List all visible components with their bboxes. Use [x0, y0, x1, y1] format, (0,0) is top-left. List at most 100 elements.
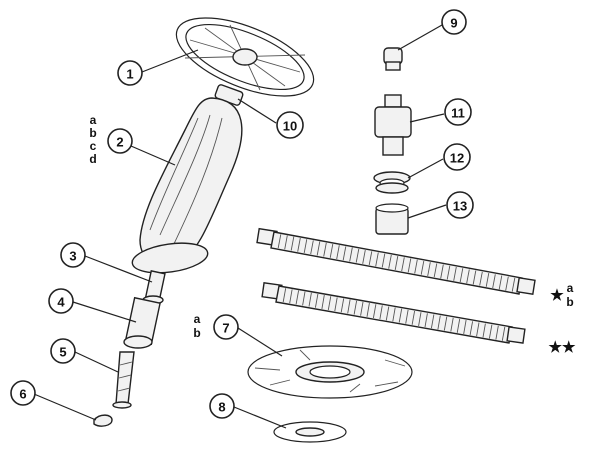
callout-6: 6 — [10, 380, 36, 406]
callout-10-label: 10 — [283, 119, 297, 134]
hose-lower-rib — [347, 299, 351, 314]
part-1-disc — [175, 17, 315, 97]
callout-11: 11 — [444, 98, 472, 126]
hose-upper-rib — [375, 252, 379, 267]
callout-13: 13 — [446, 191, 474, 219]
part-2-variant-letters: a b c d — [89, 113, 96, 166]
part-2-letter-a: a — [90, 113, 97, 127]
part-7-letter-b: b — [193, 326, 200, 340]
hose-upper-rib — [401, 257, 405, 272]
hose-lower — [261, 282, 526, 344]
hose-lower-rib — [392, 307, 396, 322]
hose-lower-rib — [385, 306, 390, 321]
hose-lower-rib — [430, 314, 435, 329]
hose-upper-rib — [453, 266, 457, 281]
hose-upper-rib — [297, 237, 301, 252]
part-2-letter-c: c — [90, 139, 97, 153]
hose-upper-rib — [414, 259, 418, 274]
hose-lower-rib — [476, 322, 480, 337]
part-8-washer — [273, 421, 347, 443]
hose-lower-rib — [295, 290, 300, 305]
hose-lower-rib — [501, 326, 506, 341]
hose-upper-rib — [368, 251, 373, 266]
hose-upper-rib — [498, 275, 503, 290]
hose-upper-rib — [485, 273, 490, 287]
hose-lower-rib — [443, 316, 448, 331]
hose-upper-rib — [349, 247, 353, 262]
hose-upper-rib — [329, 243, 334, 258]
callout-3: 3 — [60, 242, 86, 268]
hose-upper-rib — [420, 260, 425, 275]
callout-2: 2 — [107, 128, 133, 154]
hose-upper-rib — [394, 256, 399, 270]
hose-lower-rib — [405, 309, 409, 324]
part-2-body — [131, 97, 243, 274]
hose-upper-rib — [472, 270, 477, 285]
hose-lower-rib — [469, 321, 474, 336]
callout-12-label: 12 — [450, 151, 464, 166]
hose-upper-rib — [511, 277, 516, 292]
callout-3-label: 3 — [69, 249, 76, 264]
hose-lower-rib — [398, 308, 403, 323]
hose-lower-rib — [366, 303, 370, 317]
hose-lower-rib — [372, 304, 377, 319]
hose-upper-rib — [492, 274, 496, 289]
hose-upper-rib — [433, 263, 438, 278]
hose-lower-rib — [360, 301, 364, 316]
hose-upper-rib — [303, 239, 308, 253]
hose-lower-rib — [437, 315, 441, 330]
hose-lower-rib — [379, 305, 383, 320]
hose-upper-rib — [388, 254, 392, 269]
part-12-ring — [373, 171, 411, 194]
hose-lower-rib — [411, 310, 416, 325]
hose-lower-rib — [463, 320, 467, 334]
hose-lower-rib — [302, 291, 306, 306]
part-4-tube — [123, 296, 161, 349]
hose-lower-rib — [450, 317, 454, 332]
hose-lower-rib — [482, 323, 486, 338]
hose-lower-rib — [488, 324, 493, 339]
part-7-skirt — [247, 345, 413, 399]
part-6-clip — [93, 414, 113, 427]
part-13-coupling — [375, 203, 409, 235]
callout-10: 10 — [276, 111, 304, 139]
callout-13-label: 13 — [453, 199, 467, 214]
callout-8-label: 8 — [218, 400, 225, 415]
hose-upper-rib — [290, 236, 295, 251]
hose-lower-rib — [334, 297, 338, 312]
part-9-cap — [383, 47, 403, 71]
hose-upper-rib — [342, 246, 347, 261]
hose-upper-rib — [505, 276, 509, 291]
hose-lower-rib — [456, 318, 461, 333]
hose-upper-rib — [459, 268, 464, 283]
part-2-letter-b: b — [89, 126, 96, 140]
part-11-valve — [374, 94, 412, 156]
hose-upper-rib — [323, 242, 327, 257]
hose-upper-rib — [355, 248, 360, 263]
hose-upper-rib — [310, 240, 314, 255]
hose-upper-rib — [466, 269, 470, 284]
hose-upper-letter-a: a — [567, 281, 574, 295]
hose-lower-rib — [418, 312, 422, 326]
hose-lower-stars: ★★ — [549, 339, 576, 356]
callout-7: 7 — [213, 314, 239, 340]
callout-9-label: 9 — [450, 16, 457, 31]
part-2-letter-d: d — [89, 152, 96, 166]
hose-upper-rib — [427, 262, 431, 276]
hose-upper-rib — [381, 253, 386, 268]
hose-upper-rib — [446, 265, 451, 280]
callout-8: 8 — [209, 393, 235, 419]
hose-upper-variant-letters: a b — [566, 281, 573, 309]
callout-1: 1 — [117, 60, 143, 86]
hose-upper-rib — [277, 234, 282, 249]
hose-lower-rib — [424, 313, 428, 328]
hose-ribs — [277, 234, 516, 341]
hose-upper-rib — [407, 258, 412, 273]
hose-upper-rib — [284, 235, 288, 250]
hose-upper-letter-b: b — [566, 295, 573, 309]
hose-lower-rib — [314, 293, 319, 308]
callout-5: 5 — [50, 338, 76, 364]
leader-lines — [33, 24, 447, 429]
hose-lower-rib — [340, 298, 345, 313]
